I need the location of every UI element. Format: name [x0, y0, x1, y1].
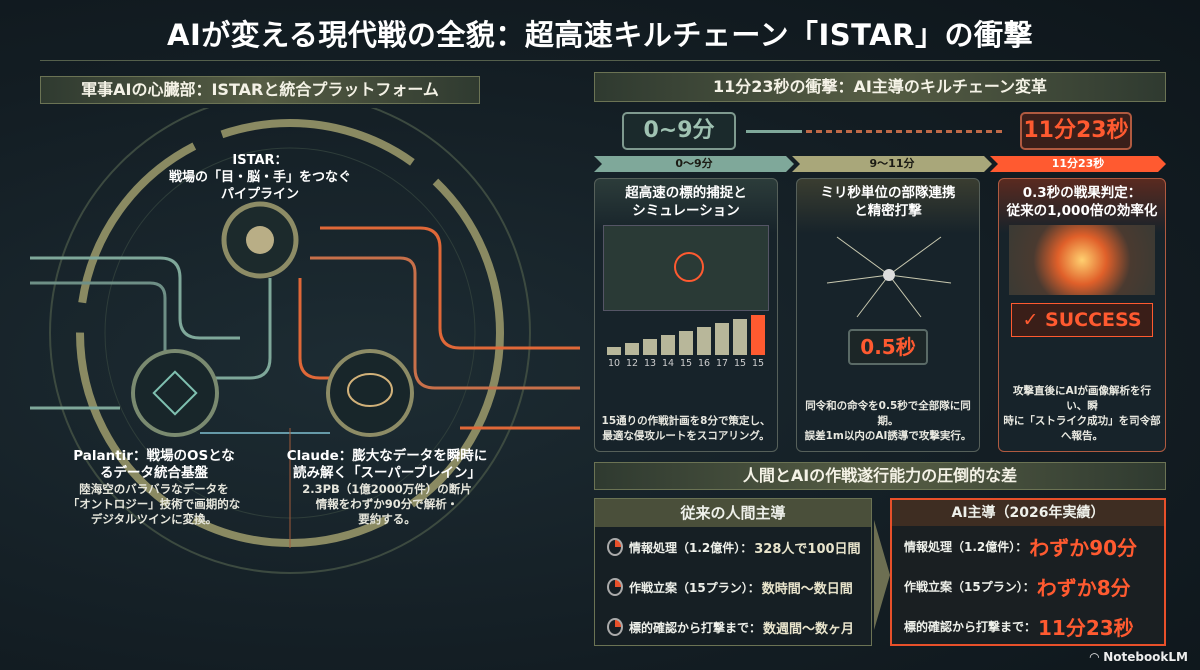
row-value: わずか8分	[1036, 575, 1131, 600]
row-label: 標的確認から打撃まで：	[904, 619, 1037, 634]
human-comparison-row: 標的確認から打撃まで：数週間～数ヶ月	[595, 607, 871, 645]
bar	[751, 315, 765, 355]
timeline-end-readout: 11分23秒	[1020, 112, 1132, 150]
bar	[733, 319, 747, 355]
phase-3: 11分23秒	[990, 156, 1166, 172]
bar	[679, 331, 693, 355]
claude-brain-node	[326, 349, 414, 437]
ai-panel-title: AI主導（2026年実績）	[892, 500, 1164, 526]
human-comparison-row: 作戦立案（15プラン）：数時間～数日間	[595, 567, 871, 607]
claude-text: Claude：膨大なデータを瞬時に 読み解く「スーパーブレイン」 2.3PB（1…	[286, 448, 488, 526]
bar-label: 17	[715, 358, 729, 369]
bar-label: 14	[661, 358, 675, 369]
bar-label: 16	[697, 358, 711, 369]
row-value: 数週間～数ヶ月	[763, 621, 855, 637]
palantir-text: Palantir：戦場のOSとな るデータ統合基盤 陸海空のバラバラなデータを …	[67, 448, 241, 526]
ai-comparison-row: 作戦立案（15プラン）：わずか8分	[892, 566, 1164, 606]
timeline-dashes	[806, 130, 1006, 133]
card-assessment: 0.3秒の戦果判定：従来の1,000倍の効率化 ✓ SUCCESS 攻撃直後にA…	[998, 178, 1166, 452]
comparison-header: 人間とAIの作戦遂行能力の圧倒的な差	[594, 462, 1166, 490]
sync-time-readout: 0.5秒	[848, 329, 928, 365]
bar-labels: 10 12 13 14 15 16 17 15 15	[607, 358, 765, 370]
phase-2: 9～11分	[792, 156, 992, 172]
istar-node	[221, 201, 299, 279]
bar-label: 15	[679, 358, 693, 369]
bar	[643, 339, 657, 355]
target-map	[603, 225, 769, 311]
ai-comparison-row: 情報処理（1.2億件）：わずか90分	[892, 526, 1164, 566]
palantir-node	[131, 349, 219, 437]
explosion-image	[1009, 225, 1155, 295]
bar	[607, 347, 621, 355]
bar-label: 15	[751, 358, 765, 369]
success-badge: ✓ SUCCESS	[1011, 303, 1153, 337]
bar-label: 15	[733, 358, 747, 369]
ai-comparison-row: 標的確認から打撃まで：11分23秒	[892, 606, 1164, 644]
target-reticle-icon	[674, 252, 704, 282]
right-section-header: 11分23秒の衝撃：AI主導のキルチェーン変革	[594, 72, 1166, 102]
timeline-line	[746, 130, 802, 133]
human-panel: 従来の人間主導 情報処理（1.2億件）：328人で100日間作戦立案（15プラン…	[594, 498, 872, 646]
bar-label: 10	[607, 358, 621, 369]
stopwatch-icon	[607, 618, 623, 636]
stopwatch-icon	[607, 538, 623, 556]
istar-label: ISTAR：戦場の「目・脳・手」をつなぐパイプライン	[168, 153, 351, 202]
phase-1: 0～9分	[594, 156, 794, 172]
row-label: 情報処理（1.2億件）：	[904, 539, 1028, 554]
istar-diagram	[30, 108, 580, 574]
page-title: AIが変える現代戦の全貌：超高速キルチェーン「ISTAR」の衝撃	[167, 18, 1033, 52]
notebooklm-logo: ◠ NotebookLM	[1089, 650, 1188, 664]
row-value: 数時間～数日間	[761, 581, 853, 597]
arrow-icon	[874, 520, 890, 630]
ai-panel: AI主導（2026年実績） 情報処理（1.2億件）：わずか90分作戦立案（15プ…	[890, 498, 1166, 646]
card-coordination: ミリ秒単位の部隊連携と精密打撃 0.5秒 同令和の命令を0.5秒で全部隊に同期。…	[796, 178, 980, 452]
row-label: 情報処理（1.2億件）：	[629, 540, 753, 555]
timeline-start-readout: 0~9分	[622, 112, 736, 150]
bar	[661, 335, 675, 355]
bar	[715, 323, 729, 355]
units-network-diagram	[826, 236, 952, 318]
left-section-header: 軍事AIの心臓部：ISTARと統合プラットフォーム	[40, 76, 480, 104]
row-value: 11分23秒	[1038, 615, 1134, 640]
check-circle-icon: ✓	[1022, 309, 1046, 331]
data-line	[30, 256, 240, 340]
row-value: わずか90分	[1029, 535, 1138, 560]
outer-ring	[49, 108, 531, 574]
divider	[40, 60, 1160, 61]
row-label: 作戦立案（15プラン）：	[904, 579, 1035, 594]
bar-label: 12	[625, 358, 639, 369]
bar	[625, 343, 639, 355]
bar	[697, 327, 711, 355]
data-line	[320, 226, 580, 350]
human-comparison-row: 情報処理（1.2億件）：328人で100日間	[595, 527, 871, 567]
bar-chart	[607, 315, 765, 355]
row-label: 標的確認から打撃まで：	[629, 620, 762, 635]
row-value: 328人で100日間	[754, 541, 861, 557]
row-label: 作戦立案（15プラン）：	[629, 580, 760, 595]
human-panel-title: 従来の人間主導	[595, 499, 871, 527]
bar-label: 13	[643, 358, 657, 369]
stopwatch-icon	[607, 578, 623, 596]
